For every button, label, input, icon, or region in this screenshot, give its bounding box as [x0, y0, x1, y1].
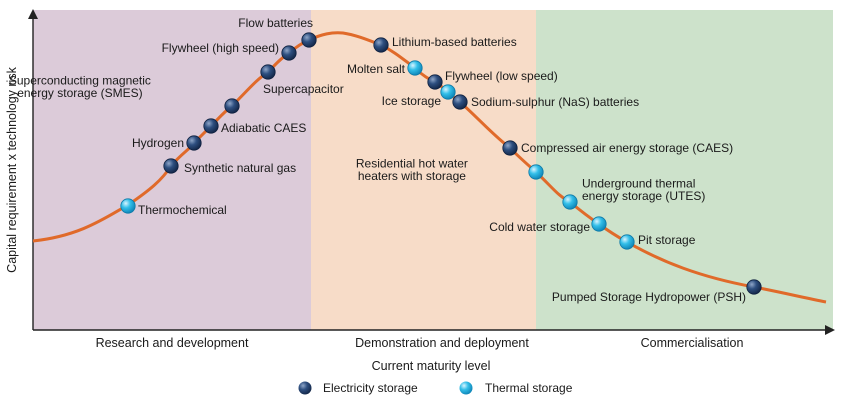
node-adiabatic-caes [203, 118, 219, 134]
node-ice-storage [440, 84, 456, 100]
legend-electricity-label: Electricity storage [323, 381, 418, 395]
node-supercapacitor [260, 64, 276, 80]
node-synthetic-natural-gas [163, 158, 179, 174]
x-axis-title: Current maturity level [372, 359, 491, 373]
label-supercapacitor: Supercapacitor [263, 82, 344, 96]
label-molten-salt: Molten salt [347, 62, 406, 76]
label-flywheel-high-speed: Flywheel (high speed) [162, 41, 279, 55]
label-caes: Compressed air energy storage (CAES) [521, 141, 733, 155]
phase-label-commercialisation: Commercialisation [641, 336, 744, 350]
label-synthetic-natural-gas: Synthetic natural gas [184, 161, 296, 175]
node-cold-water-storage [591, 216, 607, 232]
phase-band-demonstration [311, 10, 536, 330]
y-axis-arrow [28, 9, 38, 19]
label-lithium-based-batteries: Lithium-based batteries [392, 35, 517, 49]
node-flywheel-high-speed [281, 45, 297, 61]
node-pit-storage [619, 234, 635, 250]
node-nas-batteries [452, 94, 468, 110]
node-smes [224, 98, 240, 114]
label-hydrogen: Hydrogen [132, 136, 184, 150]
label-flywheel-low-speed: Flywheel (low speed) [445, 69, 558, 83]
label-thermochemical: Thermochemical [138, 203, 227, 217]
node-hydrogen [186, 135, 202, 151]
legend-thermal-label: Thermal storage [485, 381, 573, 395]
label-adiabatic-caes: Adiabatic CAES [221, 121, 306, 135]
node-caes [502, 140, 518, 156]
label-nas-batteries: Sodium-sulphur (NaS) batteries [471, 95, 639, 109]
legend-thermal-swatch [459, 381, 473, 395]
node-utes [562, 194, 578, 210]
label-cold-water-storage: Cold water storage [489, 220, 590, 234]
label-pit-storage: Pit storage [638, 233, 696, 247]
technology-nodes: Thermochemical Synthetic natural gas Hyd… [9, 16, 762, 304]
label-ice-storage: Ice storage [382, 94, 442, 108]
node-flywheel-low-speed [427, 74, 443, 90]
legend: Electricity storage Thermal storage [298, 381, 573, 395]
y-axis-title: Capital requirement x technology risk [5, 66, 19, 272]
phase-label-demonstration: Demonstration and deployment [355, 336, 529, 350]
label-flow-batteries: Flow batteries [238, 16, 313, 30]
node-psh [746, 279, 762, 295]
node-thermochemical [120, 198, 136, 214]
phase-label-research: Research and development [96, 336, 249, 350]
x-axis-arrow [825, 325, 835, 335]
node-lithium-based-batteries [373, 37, 389, 53]
legend-electricity-swatch [298, 381, 312, 395]
node-flow-batteries [301, 32, 317, 48]
node-residential-hot-water [528, 164, 544, 180]
phase-band-commercialisation [536, 10, 833, 330]
node-molten-salt [407, 60, 423, 76]
label-psh: Pumped Storage Hydropower (PSH) [552, 290, 746, 304]
